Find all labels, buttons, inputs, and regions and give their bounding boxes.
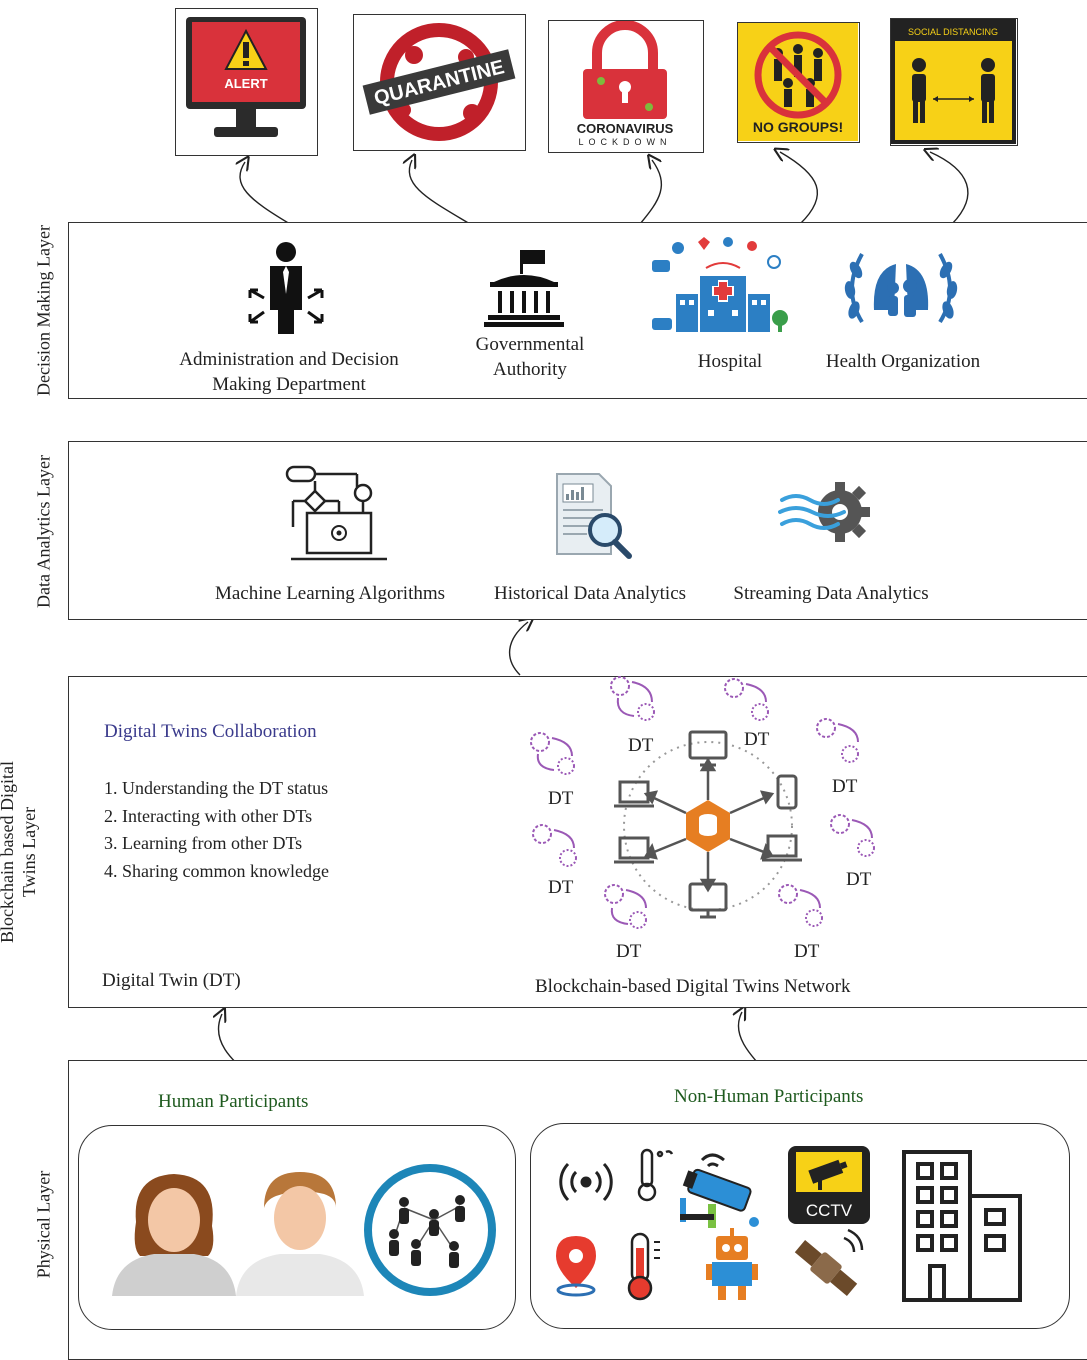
collab-item: 4. Sharing common knowledge <box>104 860 329 881</box>
svg-text:NO GROUPS!: NO GROUPS! <box>753 119 843 135</box>
dt-node-label: DT <box>832 776 858 797</box>
svg-text:LOCKDOWN: LOCKDOWN <box>578 137 671 147</box>
woman-avatar-icon <box>112 1174 236 1296</box>
dt-node-label: DT <box>548 788 574 809</box>
arrow-dt-to-analytics <box>508 622 528 676</box>
cctv-sign-icon: CCTV <box>788 1146 870 1224</box>
collab-item: 2. Interacting with other DTs <box>104 805 313 826</box>
human-participants-icons <box>112 1164 496 1296</box>
dt-node-label: DT <box>794 941 820 962</box>
human-participants-title: Human Participants <box>158 1091 309 1112</box>
wireless-signal-icon <box>559 1162 613 1202</box>
arrow-to-no-groups <box>780 152 819 225</box>
collab-list: 1. Understanding the DT status 2. Intera… <box>104 775 329 885</box>
network-caption: Blockchain-based Digital Twins Network <box>535 976 851 997</box>
physical-layer-label: Physical Layer <box>33 1170 54 1279</box>
arrow-to-social-distancing <box>930 152 969 225</box>
svg-text:CORONAVIRUS: CORONAVIRUS <box>577 121 674 136</box>
dt-node-label: DT <box>628 735 654 756</box>
dt-network-diagram <box>530 676 875 929</box>
nonhuman-participants-title: Non-Human Participants <box>674 1086 864 1107</box>
robot-icon <box>706 1228 758 1300</box>
social-distancing-sign: SOCIAL DISTANCING <box>890 18 1018 146</box>
dt-caption: Digital Twin (DT) <box>102 970 241 991</box>
location-pin-icon <box>556 1236 596 1297</box>
health-organization-icon <box>844 253 958 324</box>
collab-item: 3. Learning from other DTs <box>104 833 303 853</box>
collab-item: 1. Understanding the DT status <box>104 778 329 798</box>
quarantine-sign: QUARANTINE <box>353 14 526 151</box>
dt-node-label: DT <box>744 729 770 750</box>
decision-layer-box <box>68 222 1087 399</box>
hospital-icon <box>652 237 788 332</box>
admin-caption: Administration and Decision Making Depar… <box>179 349 399 395</box>
arrow-to-lockdown <box>639 160 663 225</box>
streaming-data-icon <box>778 482 870 542</box>
government-caption: Governmental Authority <box>475 334 585 380</box>
alert-sign: ALERT <box>175 8 318 156</box>
padlock-icon: CORONAVIRUS LOCKDOWN <box>577 21 674 147</box>
no-groups-sign: NO GROUPS! <box>737 22 860 143</box>
security-camera-icon <box>680 1153 759 1228</box>
device-icons <box>614 730 802 919</box>
no-groups-icon: NO GROUPS! <box>738 23 858 141</box>
health-org-caption: Health Organization <box>825 351 981 372</box>
svg-text:SOCIAL DISTANCING: SOCIAL DISTANCING <box>908 27 998 37</box>
thermometer-icon <box>637 1148 674 1202</box>
historical-caption: Historical Data Analytics <box>493 583 687 604</box>
quarantine-stamp-icon: QUARANTINE <box>362 23 516 141</box>
streaming-caption: Streaming Data Analytics <box>733 583 929 604</box>
svg-text:ALERT: ALERT <box>224 76 267 91</box>
arrow-to-alert <box>240 162 291 225</box>
historical-data-icon <box>556 473 632 559</box>
temperature-gauge-icon <box>627 1232 660 1301</box>
svg-text:CCTV: CCTV <box>806 1201 853 1220</box>
decision-layer-label: Decision Making Layer <box>33 225 54 396</box>
government-building-icon <box>484 250 564 327</box>
ml-caption: Machine Learning Algorithms <box>214 583 446 604</box>
collab-title: Digital Twins Collaboration <box>104 721 317 742</box>
dt-layer-box <box>68 676 1087 1008</box>
social-distancing-icon: SOCIAL DISTANCING <box>891 19 1016 144</box>
social-network-icon <box>364 1164 496 1296</box>
arrow-to-quarantine <box>409 160 471 225</box>
nonhuman-participants-icons: CCTV <box>556 1146 1022 1302</box>
administrator-icon <box>248 242 324 334</box>
satellite-icon <box>794 1228 864 1296</box>
building-icon <box>902 1150 1022 1302</box>
alert-monitor-icon: ALERT <box>186 17 306 137</box>
lockdown-sign: CORONAVIRUS LOCKDOWN <box>548 20 704 153</box>
dt-node-label: DT <box>616 941 642 962</box>
analytics-layer-label: Data Analytics Layer <box>33 455 54 608</box>
dt-layer-label: Blockchain based Digital Twins Layer <box>0 761 39 943</box>
dt-gear-icons <box>530 676 875 929</box>
man-avatar-icon <box>236 1172 364 1296</box>
hospital-caption: Hospital <box>697 351 763 372</box>
dt-node-label: DT <box>846 869 872 890</box>
dt-node-label: DT <box>548 877 574 898</box>
machine-learning-icon <box>285 465 387 561</box>
